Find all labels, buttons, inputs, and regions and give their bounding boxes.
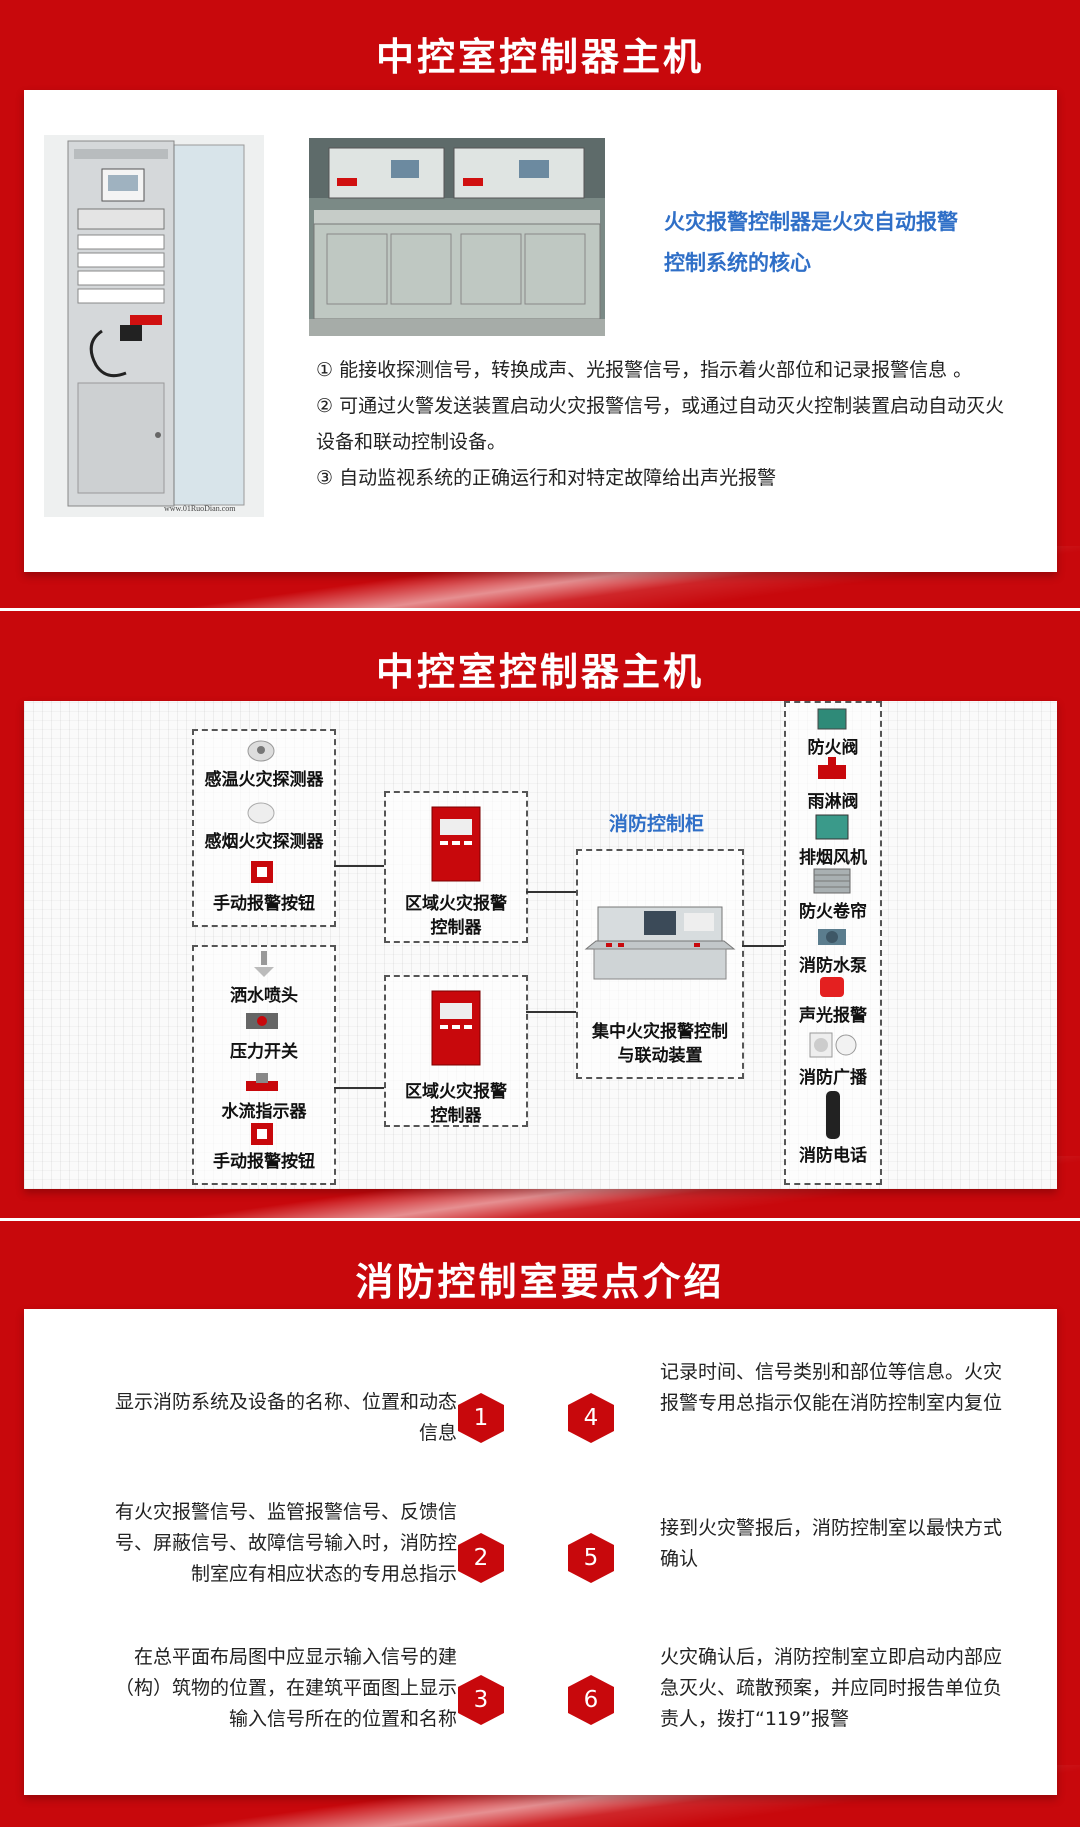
core-highlight-text: 火灾报警控制器是火灾自动报警 控制系统的核心 (664, 202, 1009, 284)
watermark-text: www.01RuoDian.com (164, 504, 236, 513)
function-points-list: ① 能接收探测信号，转换成声、光报警信号，指示着火部位和记录报警信息 。 ② 可… (316, 352, 1006, 496)
manual-alarm-button-icon (251, 861, 273, 883)
zone-controller-icon (431, 990, 481, 1066)
control-room-photo (309, 138, 605, 336)
point-number: 6 (583, 1687, 599, 1713)
central-controller-label: 集中火灾报警控制 (592, 1022, 728, 1042)
slide-controller-host: 中控室控制器主机 www.01RuoDian.com (0, 0, 1080, 611)
point-text: 接到火灾警报后，消防控制室以最快方式确认 (660, 1517, 1003, 1570)
function-point: ② 可通过火警发送装置启动火灾报警信号，或通过自动灭火控制装置启动自动灭火设备和… (316, 395, 1005, 453)
device-label: 手动报警按钮 (213, 1152, 315, 1172)
point-text: 火灾确认后，消防控制室立即启动内部应急灭火、疏散预案，并应同时报告单位负责人，拨… (660, 1646, 1003, 1730)
device-label: 水流指示器 (221, 1102, 307, 1122)
device-label: 手动报警按钮 (213, 894, 315, 914)
point-text: 有火灾报警信号、监管报警信号、反馈信号、屏蔽信号、故障信号输入时，消防控制室应有… (114, 1501, 457, 1585)
function-point: ③ 自动监视系统的正确运行和对特定故障给出声光报警 (316, 467, 777, 489)
detector-group-box: 感温火灾探测器 感烟火灾探测器 手动报警按钮 (192, 729, 336, 927)
fire-shutter-icon (813, 868, 851, 894)
connector-line (742, 945, 784, 947)
slide-title: 中控室控制器主机 (375, 35, 704, 79)
content-card: www.01RuoDian.com 火灾报警控制器是火灾自动报警 控制系统的核心 (24, 90, 1057, 572)
heat-detector-icon (247, 740, 275, 762)
central-console-icon (584, 906, 736, 980)
cabinet-title: 消防控制柜 (609, 813, 705, 835)
device-label: 感温火灾探测器 (204, 770, 324, 790)
central-controller-label: 与联动装置 (617, 1046, 703, 1066)
zone-controller-box: 区域火灾报警 控制器 (384, 975, 528, 1127)
highlight-line: 火灾报警控制器是火灾自动报警 (664, 210, 958, 234)
connector-line (526, 1011, 576, 1013)
sprinkler-group-box: 洒水喷头 压力开关 水流指示器 手动报警按钮 (192, 945, 336, 1185)
number-hexagon: 3 (454, 1673, 508, 1727)
sprinkler-head-icon (254, 951, 274, 977)
point-text: 记录时间、信号类别和部位等信息。火灾报警专用总指示仅能在消防控制室内复位 (660, 1361, 1003, 1414)
point-number: 3 (473, 1687, 489, 1713)
linked-device-label: 雨淋阀 (807, 792, 859, 812)
zone-controller-label: 控制器 (430, 918, 482, 938)
point-text: 显示消防系统及设备的名称、位置和动态信息 (114, 1391, 457, 1444)
slide-system-diagram: 中控室控制器主机 感温火灾探测器 感烟火灾探测器 手动报警按钮 洒水喷头 压力开… (0, 611, 1080, 1221)
point-text: 在总平面布局图中应显示输入信号的建（构）筑物的位置，在建筑平面图上显示输入信号所… (114, 1646, 457, 1730)
manual-alarm-button-icon (251, 1123, 273, 1145)
zone-controller-label: 区域火灾报警 (405, 1082, 507, 1102)
connector-line (526, 891, 576, 893)
connector-line (334, 1087, 384, 1089)
fire-pump-icon (818, 929, 846, 945)
zone-controller-box: 区域火灾报警 控制器 (384, 791, 528, 943)
point-number: 5 (583, 1545, 599, 1571)
points-card: 显示消防系统及设备的名称、位置和动态信息 有火灾报警信号、监管报警信号、反馈信号… (24, 1309, 1057, 1795)
linked-device-label: 声光报警 (799, 1006, 867, 1026)
function-point: ① 能接收探测信号，转换成声、光报警信号，指示着火部位和记录报警信息 。 (316, 359, 973, 381)
point-number: 2 (473, 1545, 489, 1571)
zone-controller-icon (431, 806, 481, 882)
slide-title: 消防控制室要点介绍 (355, 1260, 725, 1304)
deluge-valve-icon (818, 757, 846, 779)
smoke-exhaust-fan-icon (815, 814, 849, 840)
point-number: 1 (473, 1405, 489, 1431)
diagram-card: 感温火灾探测器 感烟火灾探测器 手动报警按钮 洒水喷头 压力开关 水流指示器 手… (24, 701, 1057, 1189)
fire-telephone-icon (826, 1091, 840, 1139)
central-controller-box: 集中火灾报警控制 与联动装置 (576, 849, 744, 1079)
water-flow-indicator-icon (246, 1073, 278, 1091)
linked-device-label: 消防水泵 (799, 956, 867, 976)
highlight-line: 控制系统的核心 (664, 251, 811, 275)
fire-broadcast-speaker-icon (809, 1032, 857, 1058)
zone-controller-label: 区域火灾报警 (405, 894, 507, 914)
linked-device-label: 排烟风机 (799, 848, 867, 868)
number-hexagon: 6 (564, 1673, 618, 1727)
smoke-detector-icon (247, 802, 275, 824)
linked-devices-box: 防火阀 雨淋阀 排烟风机 防火卷帘 消防水泵 声光报警 消防广播 消防电话 (784, 701, 882, 1185)
linked-device-label: 消防广播 (799, 1068, 867, 1088)
linked-device-label: 防火卷帘 (799, 902, 867, 922)
point-number: 4 (583, 1405, 599, 1431)
number-hexagon: 4 (564, 1391, 618, 1445)
device-label: 压力开关 (230, 1042, 298, 1062)
device-label: 感烟火灾探测器 (204, 832, 324, 852)
device-label: 洒水喷头 (230, 986, 298, 1006)
zone-controller-label: 控制器 (430, 1106, 482, 1126)
number-hexagon: 2 (454, 1531, 508, 1585)
slide-control-room-points: 消防控制室要点介绍 显示消防系统及设备的名称、位置和动态信息 有火灾报警信号、监… (0, 1221, 1080, 1827)
fire-system-diagram: 感温火灾探测器 感烟火灾探测器 手动报警按钮 洒水喷头 压力开关 水流指示器 手… (192, 701, 887, 1185)
fire-alarm-cabinet-image: www.01RuoDian.com (44, 135, 264, 517)
linked-device-label: 消防电话 (799, 1146, 867, 1166)
connector-line (334, 865, 384, 867)
audible-visual-alarm-icon (820, 977, 844, 997)
number-hexagon: 1 (454, 1391, 508, 1445)
linked-device-label: 防火阀 (807, 738, 859, 758)
pressure-switch-icon (246, 1013, 278, 1029)
number-hexagon: 5 (564, 1531, 618, 1585)
slide-title: 中控室控制器主机 (375, 650, 704, 694)
fire-damper-icon (817, 708, 847, 730)
